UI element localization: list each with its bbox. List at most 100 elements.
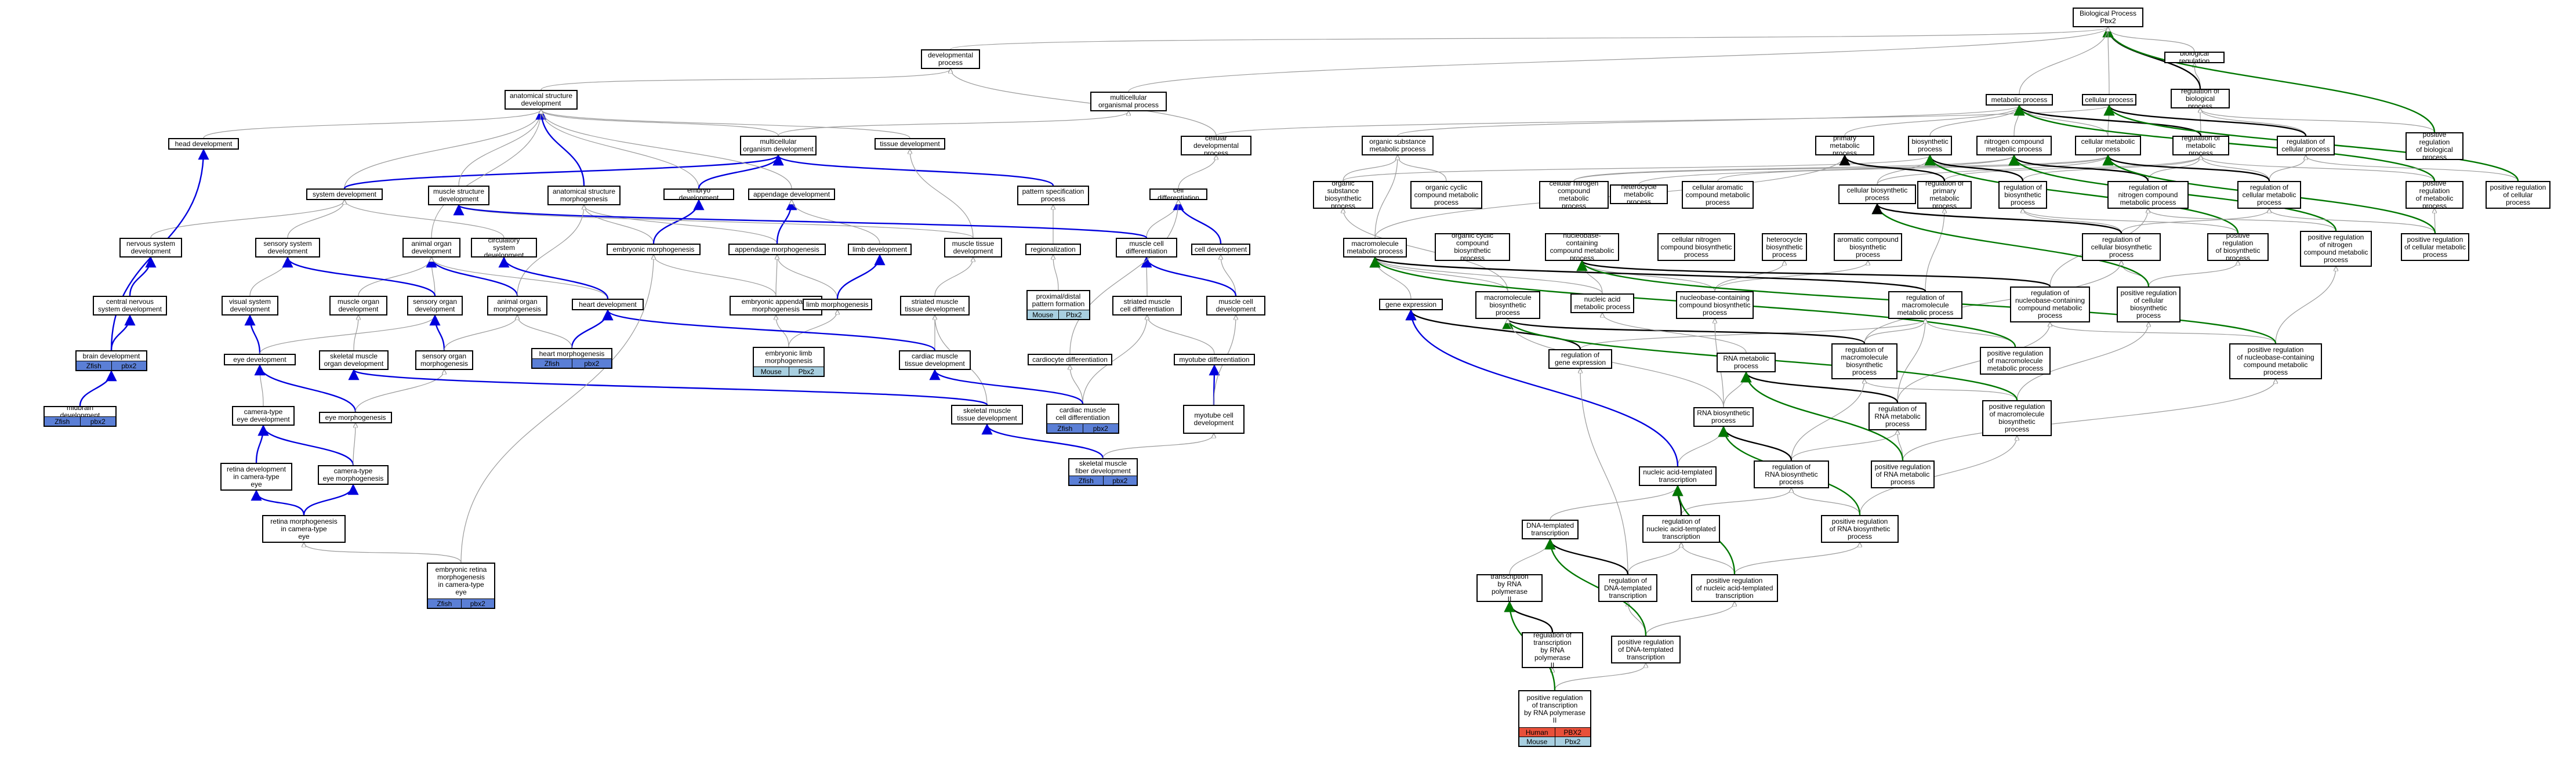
go-term-node[interactable]: regulation of gene expression	[1548, 349, 1612, 369]
go-term-node[interactable]: developmental process	[921, 49, 980, 69]
go-term-node[interactable]: nucleobase-containing compound biosynthe…	[1676, 291, 1754, 319]
go-term-node[interactable]: skeletal muscle organ development	[319, 350, 389, 370]
go-term-node[interactable]: regulation of macromolecule metabolic pr…	[1888, 291, 1962, 319]
go-term-node[interactable]: limb morphogenesis	[803, 299, 872, 310]
go-term-node[interactable]: myotube differentiation	[1174, 354, 1255, 365]
go-term-node[interactable]: cardiac muscle tissue development	[899, 350, 971, 370]
go-term-node[interactable]: central nervous system development	[93, 296, 167, 315]
go-term-node[interactable]: positive regulation of biosynthetic proc…	[2207, 233, 2269, 261]
go-term-node[interactable]: muscle cell differentiation	[1116, 238, 1177, 257]
go-term-node[interactable]: regulation of transcription by RNA polym…	[1522, 632, 1583, 668]
go-term-node[interactable]: skeletal muscle tissue development	[951, 405, 1023, 425]
go-term-node[interactable]: regulation of DNA-templated transcriptio…	[1598, 574, 1657, 602]
go-term-node[interactable]: circulatory system development	[471, 238, 537, 257]
go-term-node[interactable]: retina morphogenesis in camera-type eye	[262, 515, 346, 543]
go-term-node[interactable]: multicellular organismal process	[1090, 92, 1167, 111]
go-term-node[interactable]: head development	[168, 138, 239, 150]
go-term-node[interactable]: metabolic process	[1986, 94, 2053, 106]
go-term-node[interactable]: nucleic acid-templated transcription	[1639, 466, 1717, 486]
go-term-node[interactable]: cellular aromatic compound metabolic pro…	[1682, 181, 1754, 209]
go-term-node[interactable]: striated muscle tissue development	[900, 296, 970, 315]
go-term-node[interactable]: animal organ morphogenesis	[487, 296, 547, 315]
go-term-node[interactable]: primary metabolic process	[1815, 136, 1874, 155]
go-term-node[interactable]: cell differentiation	[1149, 188, 1207, 200]
go-term-node[interactable]: embryonic retina morphogenesis in camera…	[427, 563, 495, 609]
go-term-node[interactable]: pattern specification process	[1017, 186, 1089, 205]
go-term-node[interactable]: cellular developmental process	[1181, 136, 1251, 155]
go-term-node[interactable]: regulation of primary metabolic process	[1917, 181, 1972, 209]
go-term-node[interactable]: cellular nitrogen compound metabolic pro…	[1539, 181, 1609, 209]
go-term-node[interactable]: cellular nitrogen compound biosynthetic …	[1657, 233, 1735, 261]
go-term-node[interactable]: eye morphogenesis	[319, 412, 392, 423]
go-term-node[interactable]: heart development	[572, 299, 644, 310]
go-term-node[interactable]: anatomical structure morphogenesis	[547, 186, 621, 205]
go-term-node[interactable]: RNA metabolic process	[1717, 353, 1776, 372]
go-term-node[interactable]: macromolecule metabolic process	[1343, 238, 1407, 257]
go-term-node[interactable]: positive regulation of macromolecule met…	[1980, 347, 2051, 375]
go-term-node[interactable]: organic cyclic compound biosynthetic pro…	[1435, 233, 1510, 261]
go-term-node[interactable]: heterocycle biosynthetic process	[1762, 233, 1807, 261]
go-term-node[interactable]: positive regulation of RNA biosynthetic …	[1821, 515, 1899, 543]
go-term-node[interactable]: regulation of nucleic acid-templated tra…	[1642, 515, 1720, 543]
go-term-node[interactable]: positive regulation of nitrogen compound…	[2300, 231, 2372, 267]
go-term-node[interactable]: organic substance metabolic process	[1362, 136, 1434, 155]
go-term-node[interactable]: cellular metabolic process	[2075, 136, 2141, 155]
go-term-node[interactable]: regulation of biological process	[2171, 89, 2230, 108]
go-term-node[interactable]: nucleic acid metabolic process	[1570, 293, 1634, 313]
go-term-node[interactable]: transcription by RNA polymerase II	[1476, 574, 1543, 602]
go-term-node[interactable]: positive regulation of nucleic acid-temp…	[1691, 574, 1778, 602]
go-term-node[interactable]: limb development	[848, 244, 912, 255]
go-term-node[interactable]: regulation of nucleobase-containing comp…	[2010, 286, 2090, 322]
go-term-node[interactable]: positive regulation of nucleobase-contai…	[2229, 343, 2322, 379]
go-term-node[interactable]: muscle structure development	[428, 186, 489, 205]
go-term-node[interactable]: tissue development	[875, 138, 945, 150]
go-term-node[interactable]: heterocycle metabolic process	[1610, 184, 1668, 204]
go-term-node[interactable]: regulation of nitrogen compound metaboli…	[2107, 181, 2189, 209]
go-term-node[interactable]: animal organ development	[402, 238, 460, 257]
go-term-node[interactable]: aromatic compound biosynthetic process	[1834, 233, 1902, 261]
go-term-node[interactable]: regulation of RNA biosynthetic process	[1754, 460, 1829, 488]
go-term-node[interactable]: positive regulation of transcription by …	[1518, 690, 1591, 747]
go-term-node[interactable]: muscle tissue development	[944, 238, 1002, 257]
go-term-node[interactable]: positive regulation of cellular biosynth…	[2117, 286, 2180, 322]
go-term-node[interactable]: positive regulation of cellular metaboli…	[2401, 233, 2469, 261]
go-term-node[interactable]: eye development	[224, 354, 296, 365]
go-term-node[interactable]: cardiocyte differentiation	[1028, 354, 1112, 365]
go-term-node[interactable]: sensory system development	[255, 238, 320, 257]
go-term-node[interactable]: nervous system development	[119, 238, 182, 257]
go-term-node[interactable]: positive regulation of biological proces…	[2406, 132, 2463, 160]
go-term-node[interactable]: cellular biosynthetic process	[1838, 184, 1916, 204]
go-term-node[interactable]: regulation of RNA metabolic process	[1868, 402, 1926, 430]
go-term-node[interactable]: regulation of macromolecule biosynthetic…	[1831, 343, 1897, 379]
go-term-node[interactable]: organic cyclic compound metabolic proces…	[1410, 181, 1482, 209]
go-term-node[interactable]: regulation of cellular process	[2277, 136, 2335, 155]
go-term-node[interactable]: muscle cell development	[1206, 296, 1265, 315]
go-term-node[interactable]: camera-type eye morphogenesis	[318, 465, 389, 485]
go-term-node[interactable]: nitrogen compound metabolic process	[1976, 136, 2052, 155]
go-term-node[interactable]: cellular process	[2082, 94, 2136, 106]
go-term-node[interactable]: muscle organ development	[329, 296, 387, 315]
go-term-node[interactable]: Biological Process Pbx2	[2073, 8, 2143, 27]
go-term-node[interactable]: sensory organ morphogenesis	[415, 350, 473, 370]
go-term-node[interactable]: nucleobase-containing compound metabolic…	[1545, 233, 1619, 261]
go-term-node[interactable]: regulation of cellular biosynthetic proc…	[2082, 233, 2161, 261]
go-term-node[interactable]: regionalization	[1025, 244, 1081, 255]
go-term-node[interactable]: positive regulation of RNA metabolic pro…	[1871, 460, 1935, 488]
go-term-node[interactable]: regulation of biosynthetic process	[1998, 181, 2047, 209]
go-term-node[interactable]: DNA-templated transcription	[1522, 520, 1579, 539]
go-term-node[interactable]: regulation of metabolic process	[2172, 136, 2229, 155]
go-term-node[interactable]: striated muscle cell differentiation	[1112, 296, 1182, 315]
go-term-node[interactable]: macromolecule biosynthetic process	[1475, 291, 1540, 319]
go-term-node[interactable]: gene expression	[1379, 299, 1443, 310]
go-term-node[interactable]: anatomical structure development	[505, 90, 578, 110]
go-term-node[interactable]: system development	[306, 188, 383, 200]
go-term-node[interactable]: biosynthetic process	[1908, 136, 1952, 155]
go-term-node[interactable]: cell development	[1191, 244, 1250, 255]
go-term-node[interactable]: camera-type eye development	[232, 406, 295, 426]
go-term-node[interactable]: organic substance biosynthetic process	[1313, 181, 1373, 209]
